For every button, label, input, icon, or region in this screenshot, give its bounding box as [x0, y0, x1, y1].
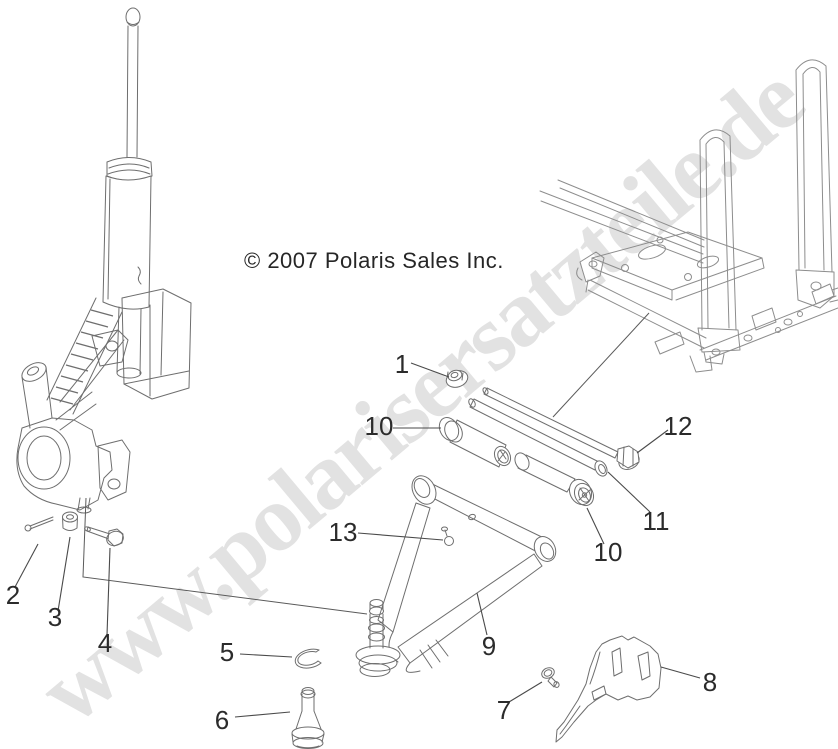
callout-label-13: 13 [329, 517, 358, 547]
part-7-screw-drawing [541, 667, 560, 688]
callout-label-7: 7 [497, 695, 511, 725]
part-5-snap-ring-drawing [294, 648, 322, 669]
callout-leader-6 [234, 711, 291, 718]
part-10-bushing-right-drawing [514, 452, 595, 507]
callout-label-8: 8 [703, 667, 717, 697]
callout-leader-13 [357, 532, 444, 541]
callout-label-3: 3 [48, 602, 62, 632]
assembly-lines [82, 312, 650, 615]
callout-leader-7 [508, 681, 543, 703]
part-2-cotter-pin-drawing [24, 516, 54, 532]
callout-label-4: 4 [98, 628, 112, 658]
callout-label-9: 9 [482, 631, 496, 661]
callout-leader-4 [106, 547, 111, 636]
part-12-pivot-bolt-drawing [482, 387, 640, 470]
callout-leader-12 [636, 429, 669, 454]
part-8-guard-drawing [555, 635, 662, 743]
part-11-pivot-tube-drawing [468, 398, 608, 477]
callout-leader-3 [57, 536, 71, 612]
callout-leader-10b [586, 507, 605, 545]
callout-leader-11 [607, 471, 651, 513]
callout-label-12: 12 [664, 411, 693, 441]
callout-leader-8 [660, 666, 701, 679]
part-4-bolt-drawing [84, 526, 124, 547]
callout-label-5: 5 [220, 637, 234, 667]
callout-leader-9 [476, 592, 488, 636]
callout-leader-5 [239, 653, 293, 658]
steering-knuckle-drawing [16, 329, 131, 514]
shock-absorber-drawing [46, 7, 192, 415]
part-6-ball-joint-drawing [291, 687, 325, 749]
callout-label-10b: 10 [594, 537, 623, 567]
callout-label-2: 2 [6, 580, 20, 610]
part-10-bushing-left-drawing [438, 417, 512, 468]
callout-label-11: 11 [643, 506, 670, 536]
callout-label-1: 1 [395, 349, 409, 379]
frame-drawing [539, 59, 838, 373]
part-13-grease-fitting-drawing [441, 513, 476, 546]
part-9-a-arm-drawing [355, 475, 557, 677]
callout-label-10a: 10 [365, 411, 394, 441]
part-3-washer-drawing [62, 511, 78, 531]
part-1-flange-nut-drawing [445, 369, 469, 388]
callout-leader-2 [14, 543, 39, 588]
callout-label-6: 6 [215, 705, 229, 735]
copyright-text: © 2007 Polaris Sales Inc. [244, 248, 504, 273]
callout-leader-1 [410, 362, 450, 378]
